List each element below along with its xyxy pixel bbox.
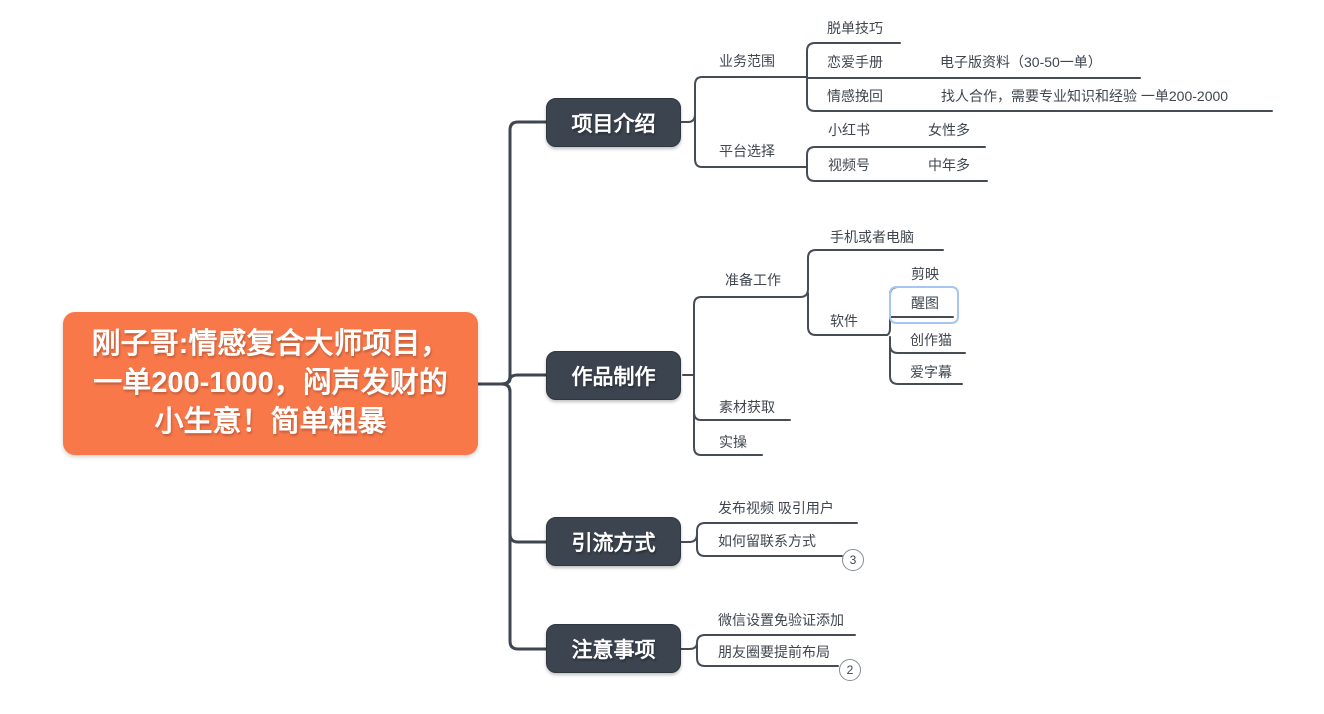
root-topic-line: 一单200-1000，闷声发财的 — [93, 367, 448, 399]
topic-video-account[interactable]: 视频号 — [828, 157, 870, 173]
topic-love-manual[interactable]: 恋爱手册 — [827, 54, 883, 70]
topic-moments-layout[interactable]: 朋友圈要提前布局 — [718, 644, 830, 660]
topic-mostly-female[interactable]: 女性多 — [928, 122, 970, 138]
topic-xiaohongshu[interactable]: 小红书 — [828, 122, 870, 138]
branch-node-work-production[interactable]: 作品制作 — [546, 351, 681, 400]
topic-software[interactable]: 软件 — [830, 313, 858, 329]
selected-node-outline[interactable] — [889, 286, 959, 324]
topic-xingtu-selected[interactable]: 醒图 — [911, 295, 939, 311]
topic-aizimu[interactable]: 爱字幕 — [910, 364, 952, 380]
topic-chuangzuomao[interactable]: 创作猫 — [910, 332, 952, 348]
topic-cooperation-note[interactable]: 找人合作，需要专业知识和经验 一单200-2000 — [941, 88, 1229, 104]
topic-phone-or-computer[interactable]: 手机或者电脑 — [830, 229, 914, 245]
root-topic-line: 刚子哥:情感复合大师项目， — [91, 328, 450, 360]
topic-leave-contact[interactable]: 如何留联系方式 — [718, 533, 816, 549]
topic-jianying[interactable]: 剪映 — [911, 266, 939, 282]
topic-preparation[interactable]: 准备工作 — [725, 272, 781, 288]
collapsed-count-badge[interactable]: 3 — [842, 549, 864, 571]
topic-platform-choice[interactable]: 平台选择 — [719, 143, 775, 159]
topic-dating-skills[interactable]: 脱单技巧 — [827, 20, 883, 36]
topic-business-scope[interactable]: 业务范围 — [719, 53, 775, 69]
topic-publish-videos[interactable]: 发布视频 吸引用户 — [718, 500, 834, 516]
root-topic-line: 小生意！简单粗暴 — [154, 406, 387, 438]
topic-practice[interactable]: 实操 — [719, 434, 747, 450]
topic-material-acquisition[interactable]: 素材获取 — [719, 399, 775, 415]
topic-wechat-no-verify[interactable]: 微信设置免验证添加 — [718, 612, 844, 628]
topic-relationship-recovery[interactable]: 情感挽回 — [827, 88, 883, 104]
collapsed-count-badge[interactable]: 2 — [839, 659, 861, 681]
topic-mostly-middle-aged[interactable]: 中年多 — [928, 157, 970, 173]
branch-node-notes[interactable]: 注意事项 — [546, 624, 681, 673]
topic-ebook-material[interactable]: 电子版资料（30-50一单） — [940, 54, 1102, 70]
branch-node-traffic-methods[interactable]: 引流方式 — [546, 517, 681, 566]
branch-node-project-intro[interactable]: 项目介绍 — [546, 98, 681, 147]
root-topic[interactable]: 刚子哥:情感复合大师项目， 一单200-1000，闷声发财的 小生意！简单粗暴 — [63, 312, 478, 455]
